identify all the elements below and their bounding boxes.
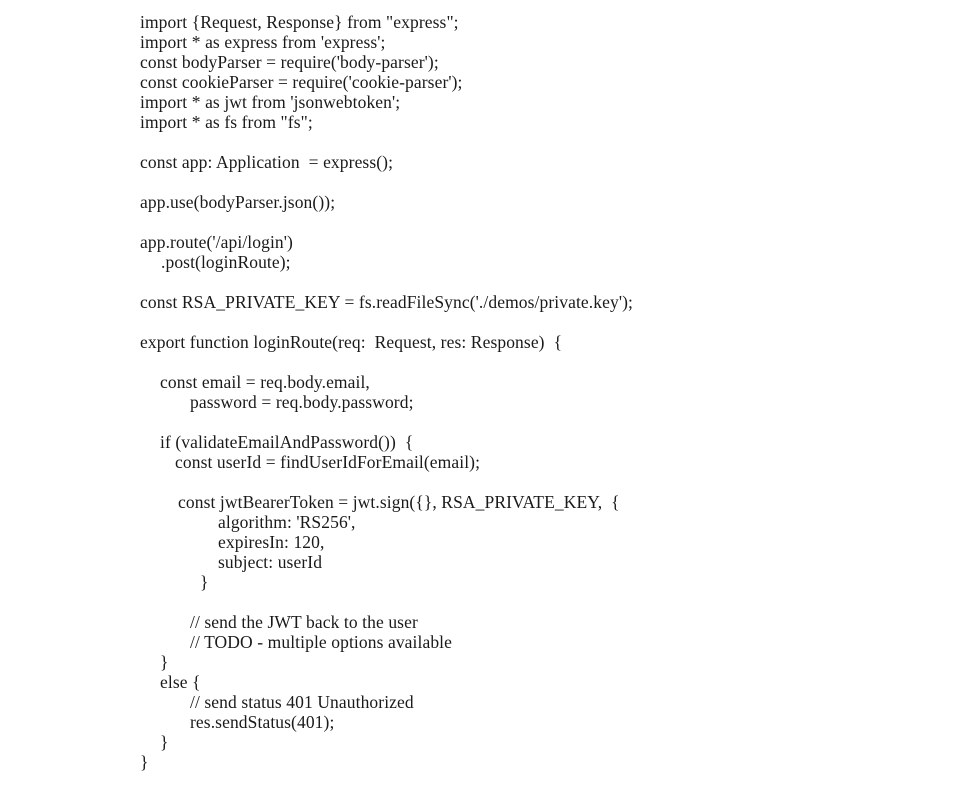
code-line: const cookieParser = require('cookie-par… [0, 72, 980, 92]
code-line: password = req.body.password; [0, 392, 980, 412]
code-line-text: const userId = findUserIdForEmail(email)… [175, 452, 481, 472]
code-line-text: } [160, 652, 169, 672]
code-line: else { [0, 672, 980, 692]
code-line-text: .post(loginRoute); [161, 252, 291, 272]
code-line: algorithm: 'RS256', [0, 512, 980, 532]
code-line: } [0, 572, 980, 592]
code-line-blank [0, 172, 980, 192]
code-line-blank [0, 212, 980, 232]
code-line: const userId = findUserIdForEmail(email)… [0, 452, 980, 472]
code-line-text: password = req.body.password; [190, 392, 414, 412]
code-line-text: import * as fs from "fs"; [140, 112, 313, 132]
code-line-text: else { [160, 672, 201, 692]
code-line: // send the JWT back to the user [0, 612, 980, 632]
code-line-blank [0, 272, 980, 292]
code-line: const bodyParser = require('body-parser'… [0, 52, 980, 72]
code-line: // TODO - multiple options available [0, 632, 980, 652]
code-line: subject: userId [0, 552, 980, 572]
code-line-text: import * as jwt from 'jsonwebtoken'; [140, 92, 401, 112]
code-line: const app: Application = express(); [0, 152, 980, 172]
code-line-text: const RSA_PRIVATE_KEY = fs.readFileSync(… [140, 292, 633, 312]
code-line-text: app.route('/api/login') [140, 232, 293, 252]
code-line-blank [0, 472, 980, 492]
code-line: import {Request, Response} from "express… [0, 12, 980, 32]
code-line-text: if (validateEmailAndPassword()) { [160, 432, 414, 452]
code-line-text: // send status 401 Unauthorized [190, 692, 414, 712]
code-line-text: expiresIn: 120, [218, 532, 325, 552]
code-line-text: } [160, 732, 169, 752]
code-line-text: subject: userId [218, 552, 323, 572]
code-line: .post(loginRoute); [0, 252, 980, 272]
code-line-text: export function loginRoute(req: Request,… [140, 332, 563, 352]
code-line: app.use(bodyParser.json()); [0, 192, 980, 212]
code-line: import * as fs from "fs"; [0, 112, 980, 132]
code-line: const email = req.body.email, [0, 372, 980, 392]
code-line: import * as express from 'express'; [0, 32, 980, 52]
code-line: const RSA_PRIVATE_KEY = fs.readFileSync(… [0, 292, 980, 312]
code-line-text: // TODO - multiple options available [190, 632, 453, 652]
code-line-text: res.sendStatus(401); [190, 712, 335, 732]
code-line-text: } [140, 752, 149, 772]
code-line: res.sendStatus(401); [0, 712, 980, 732]
code-line: export function loginRoute(req: Request,… [0, 332, 980, 352]
code-line: app.route('/api/login') [0, 232, 980, 252]
code-line-text: import * as express from 'express'; [140, 32, 386, 52]
code-line-text: app.use(bodyParser.json()); [140, 192, 336, 212]
code-line: import * as jwt from 'jsonwebtoken'; [0, 92, 980, 112]
code-line-text: const bodyParser = require('body-parser'… [140, 52, 439, 72]
code-line-text: const cookieParser = require('cookie-par… [140, 72, 463, 92]
code-line: expiresIn: 120, [0, 532, 980, 552]
code-line: if (validateEmailAndPassword()) { [0, 432, 980, 452]
code-line-blank [0, 312, 980, 332]
code-line-blank [0, 412, 980, 432]
code-line-text: const app: Application = express(); [140, 152, 394, 172]
code-line-blank [0, 592, 980, 612]
code-line: } [0, 752, 980, 772]
code-line-text: const email = req.body.email, [160, 372, 370, 392]
code-line: const jwtBearerToken = jwt.sign({}, RSA_… [0, 492, 980, 512]
code-line-text: } [200, 572, 209, 592]
code-line: } [0, 652, 980, 672]
code-line-blank [0, 132, 980, 152]
code-line-text: const jwtBearerToken = jwt.sign({}, RSA_… [178, 492, 620, 512]
code-line-text: // send the JWT back to the user [190, 612, 418, 632]
code-line-text: algorithm: 'RS256', [218, 512, 356, 532]
code-line: // send status 401 Unauthorized [0, 692, 980, 712]
code-line-blank [0, 352, 980, 372]
code-line: } [0, 732, 980, 752]
code-line-text: import {Request, Response} from "express… [140, 12, 459, 32]
